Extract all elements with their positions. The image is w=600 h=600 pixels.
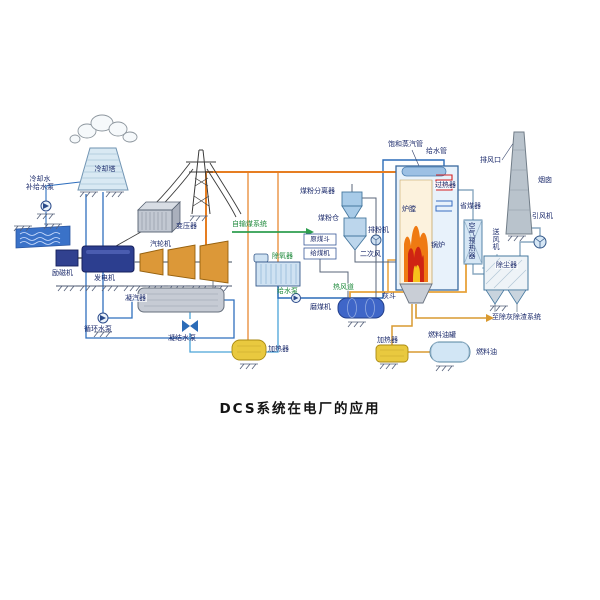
cooling-tower bbox=[77, 147, 129, 198]
chimney-label: 烟囱 bbox=[538, 176, 552, 184]
lp-heater-label: 加热器 bbox=[268, 345, 289, 353]
transformer bbox=[137, 201, 181, 233]
fd-fan-label: 送风机 bbox=[492, 228, 501, 251]
makeup-pump-label-line2: 补给水泵 bbox=[26, 183, 54, 192]
powder-exhauster-fan bbox=[370, 234, 382, 246]
air-preheater bbox=[463, 219, 483, 265]
steam-clouds bbox=[69, 114, 138, 144]
coal-mill bbox=[337, 297, 385, 328]
turbine-hall-floor bbox=[56, 285, 232, 292]
ash-arrowhead bbox=[486, 314, 494, 322]
condensate-pump-label: 凝结水泵 bbox=[168, 334, 196, 342]
raw-coal-hopper-label: 原煤斗 bbox=[310, 235, 330, 243]
oil-heater bbox=[375, 344, 409, 370]
condensate-pipes bbox=[189, 286, 279, 353]
condenser bbox=[137, 287, 225, 313]
economizer-coil bbox=[435, 200, 453, 212]
superheater-label: 过热器 bbox=[434, 181, 457, 190]
steam-turbine-label: 汽轮机 bbox=[150, 240, 171, 248]
circulating-pump bbox=[93, 312, 113, 338]
generator-label: 发电机 bbox=[94, 274, 115, 282]
lp-heater bbox=[231, 339, 267, 370]
deaerator bbox=[253, 253, 301, 287]
coal-feeder-label: 给煤机 bbox=[310, 249, 330, 257]
ash-removal-label: 至除灰除渣系统 bbox=[492, 313, 541, 321]
hot-air-duct-label: 热风道 bbox=[332, 283, 355, 292]
boiler-label: 锅炉 bbox=[431, 241, 445, 249]
secondary-air-label: 二次风 bbox=[360, 250, 381, 258]
chimney bbox=[505, 131, 533, 242]
exciter-label: 励磁机 bbox=[52, 269, 73, 277]
exciter bbox=[55, 249, 82, 267]
transmission-tower bbox=[186, 149, 216, 222]
fuel-oil-tank-label: 燃料油罐 bbox=[428, 331, 456, 339]
air-outlet-label: 排风口 bbox=[480, 156, 501, 164]
coal-separator bbox=[341, 191, 363, 223]
condenser-label: 凝汽器 bbox=[124, 294, 147, 303]
cooling-tower-label: 冷却塔 bbox=[94, 165, 116, 173]
air-preheater-label: 空气预热器 bbox=[468, 222, 477, 260]
coal-feed-lines bbox=[319, 184, 396, 298]
coal-mill-label: 磨煤机 bbox=[310, 303, 331, 311]
feed-pump-label: 给水泵 bbox=[277, 287, 298, 295]
makeup-water-pump bbox=[36, 200, 56, 220]
coal-feeder-box bbox=[303, 247, 337, 260]
feed-pump bbox=[291, 293, 301, 303]
condensate-pump bbox=[182, 320, 198, 332]
transformer-label: 变压器 bbox=[176, 222, 197, 230]
id-fan-label: 引风机 bbox=[532, 212, 553, 220]
leader-lines bbox=[411, 141, 515, 167]
powder-exhauster-label: 排粉机 bbox=[368, 226, 389, 234]
diagram-title: DCS系统在电厂的应用 bbox=[219, 401, 381, 417]
circulating-pump-label: 循环水泵 bbox=[84, 325, 112, 333]
furnace-flame bbox=[404, 225, 428, 282]
ash-hopper-label: 灰斗 bbox=[382, 292, 396, 300]
dust-collector-label: 除尘器 bbox=[495, 261, 518, 270]
deaerator-label: 除氧器 bbox=[272, 252, 293, 260]
oil-heater-label: 加热器 bbox=[377, 336, 398, 344]
coal-conveyor-label: 自输煤系统 bbox=[232, 220, 267, 228]
id-fan bbox=[533, 235, 547, 249]
makeup-pump-label: 冷却水 补给水泵 bbox=[18, 175, 62, 191]
saturated-steam-pipe-label: 饱和蒸汽管 bbox=[388, 140, 423, 148]
fuel-oil-pipes bbox=[391, 304, 430, 353]
furnace-label: 炉膛 bbox=[402, 205, 416, 213]
steam-turbine bbox=[139, 240, 229, 288]
coal-bunker-label: 煤粉仓 bbox=[318, 214, 339, 222]
coal-bunker bbox=[343, 217, 367, 251]
ash-hopper bbox=[399, 283, 433, 304]
raw-coal-hopper-box bbox=[303, 233, 337, 246]
makeup-pump-label-line1: 冷却水 bbox=[29, 175, 51, 183]
coal-separator-label: 煤粉分离器 bbox=[300, 187, 335, 195]
fuel-oil-label: 燃料油 bbox=[476, 348, 497, 356]
river-water-source bbox=[13, 223, 71, 249]
fuel-oil-tank bbox=[429, 341, 471, 372]
economizer-label: 省煤器 bbox=[460, 202, 481, 210]
feed-water-pipe-label: 给水管 bbox=[426, 147, 447, 155]
ash-pipes bbox=[415, 304, 518, 319]
